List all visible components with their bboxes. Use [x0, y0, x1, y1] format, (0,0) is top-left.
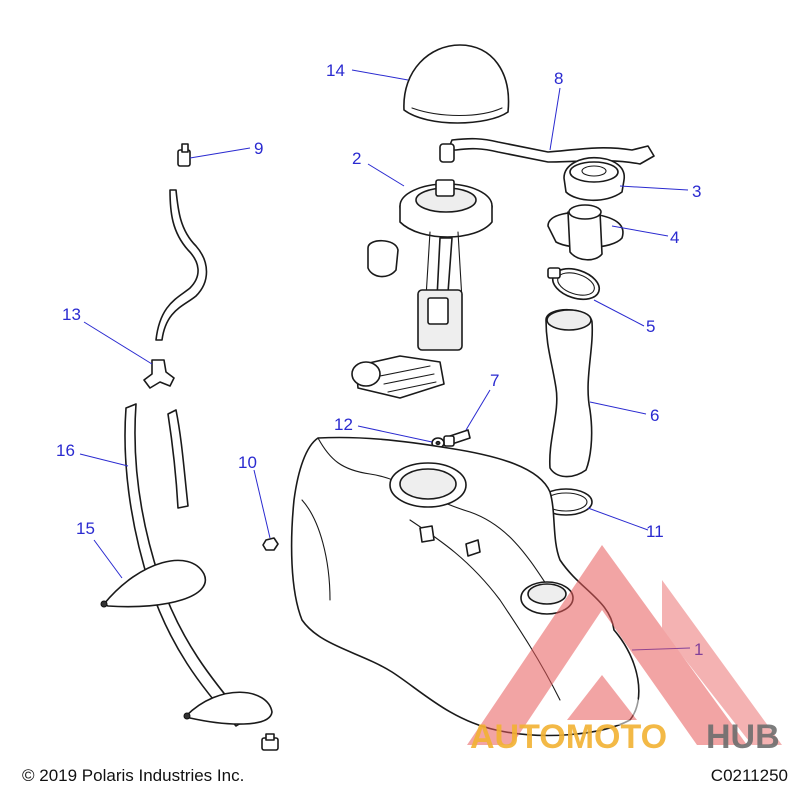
short-vent-hose — [167, 409, 189, 509]
part-13-tee-fitting — [143, 359, 175, 389]
callout-16: 16 — [56, 441, 75, 460]
callout-9: 9 — [254, 139, 263, 158]
callout-14: 14 — [326, 61, 345, 80]
callout-4: 4 — [670, 228, 679, 247]
drawing-number: C0211250 — [710, 766, 788, 785]
bottom-check-valve — [261, 733, 279, 751]
callout-3: 3 — [692, 182, 701, 201]
part-3-fuel-cap — [563, 156, 625, 202]
callout-10: 10 — [238, 453, 257, 472]
callout-12: 12 — [334, 415, 353, 434]
part-14-dome-cover — [403, 44, 510, 124]
copyright-notice: © 2019 Polaris Industries Inc. — [22, 766, 245, 785]
callout-2: 2 — [352, 149, 361, 168]
part-2-fuel-pump — [351, 179, 493, 399]
part-10-nut — [262, 537, 279, 551]
callout-5: 5 — [646, 317, 655, 336]
upper-vent-hose — [155, 189, 208, 341]
part-9-vent-fitting — [177, 143, 191, 167]
part-8-vent-hose — [439, 137, 655, 165]
callout-leaders — [79, 69, 691, 651]
part-7-bolt — [443, 429, 471, 447]
callout-15: 15 — [76, 519, 95, 538]
callout-6: 6 — [650, 406, 659, 425]
watermark-brand-automoto: AUTOMOTO — [470, 718, 668, 756]
callout-13: 13 — [62, 305, 81, 324]
part-15-strap — [100, 559, 273, 725]
part-6-filler-hose — [545, 309, 594, 478]
watermark-brand-hub: HUB — [706, 718, 780, 756]
part-1-fuel-tank — [290, 436, 640, 737]
callout-1: 1 — [694, 640, 703, 659]
part-4-filler-neck — [547, 204, 624, 261]
callout-11: 11 — [646, 522, 664, 541]
part-5-hose-clamp — [547, 267, 601, 301]
callout-7: 7 — [490, 371, 499, 390]
callout-8: 8 — [554, 69, 563, 88]
